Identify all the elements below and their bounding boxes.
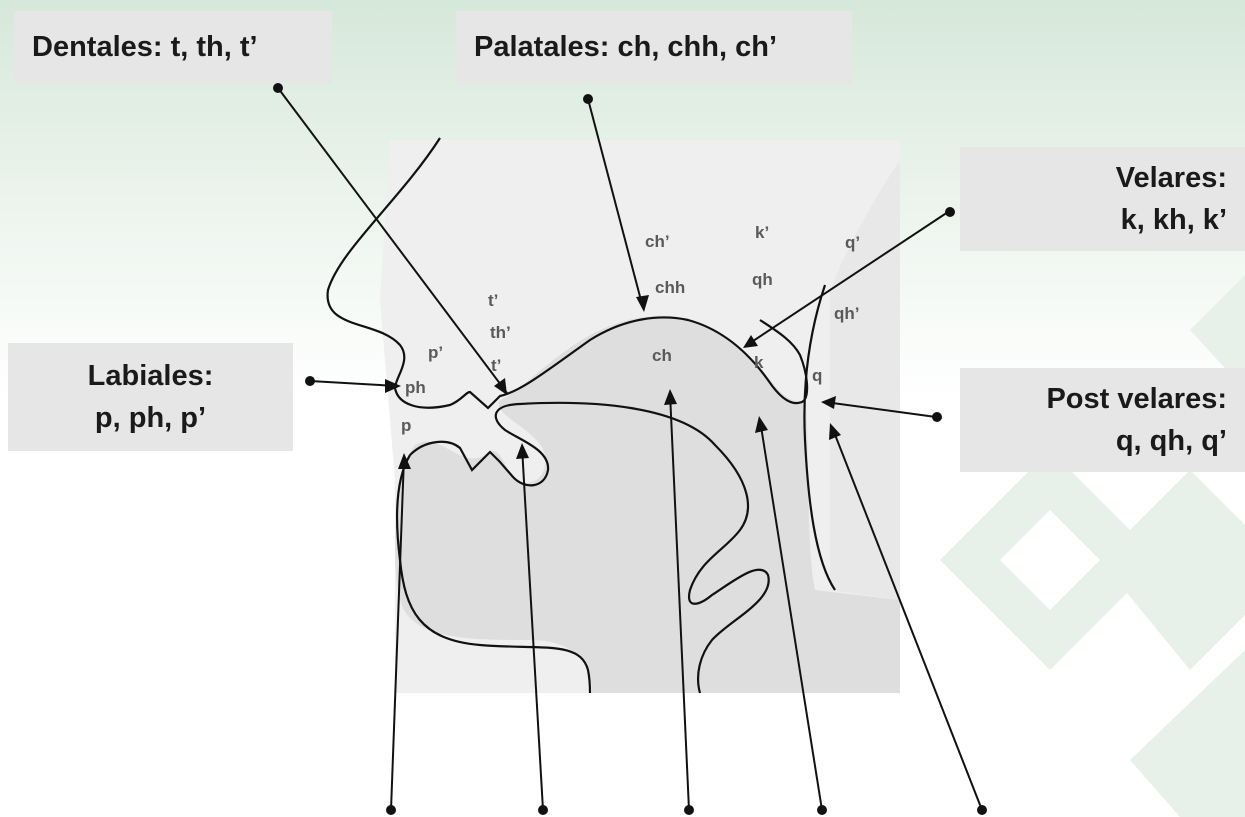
labiales-sounds: p, ph, p’ <box>8 397 293 439</box>
velares-sounds: k, kh, k’ <box>978 199 1227 241</box>
labiales-pointer <box>310 381 397 386</box>
velares-label: Velares: k, kh, k’ <box>960 147 1245 251</box>
palatales-text: Palatales: ch, chh, ch’ <box>474 11 834 83</box>
phoneme-t-ejective: t’ <box>488 291 498 310</box>
labiales-label: Labiales: p, ph, p’ <box>8 343 293 451</box>
phoneme-th-ejective: th’ <box>490 323 511 342</box>
phoneme-t-ejective-lower: t’ <box>491 356 501 375</box>
palatales-dot <box>583 94 593 104</box>
velares-dot <box>945 207 955 217</box>
phoneme-ch-ejective: ch’ <box>645 232 670 251</box>
phoneme-p-ejective: p’ <box>428 343 443 362</box>
teeth-bottom-dot <box>538 805 548 815</box>
phoneme-chh: chh <box>655 278 685 297</box>
dentales-dot <box>273 83 283 93</box>
velum-bottom-dot <box>817 805 827 815</box>
labiales-title: Labiales: <box>8 355 293 397</box>
uvula-bottom-dot <box>977 805 987 815</box>
phoneme-ph: ph <box>405 378 426 397</box>
lips-bottom-dot <box>386 805 396 815</box>
phoneme-q-ejective: q’ <box>845 233 860 252</box>
dentales-text: Dentales: t, th, t’ <box>32 11 314 83</box>
postvelares-title: Post velares: <box>978 378 1227 420</box>
phoneme-qh: qh <box>752 270 773 289</box>
phoneme-k: k <box>754 353 764 372</box>
velares-title: Velares: <box>978 157 1227 199</box>
labiales-dot <box>305 376 315 386</box>
phoneme-p: p <box>401 416 411 435</box>
postvelares-dot <box>932 412 942 422</box>
postvelares-sounds: q, qh, q’ <box>978 420 1227 462</box>
dentales-label: Dentales: t, th, t’ <box>14 11 332 83</box>
phoneme-qh-ejective: qh’ <box>834 304 860 323</box>
postvelares-label: Post velares: q, qh, q’ <box>960 368 1245 472</box>
palate-bottom-dot <box>684 805 694 815</box>
phoneme-k-ejective: k’ <box>755 223 769 242</box>
phoneme-q: q <box>812 366 822 385</box>
phoneme-ch: ch <box>652 346 672 365</box>
palatales-label: Palatales: ch, chh, ch’ <box>456 11 852 83</box>
